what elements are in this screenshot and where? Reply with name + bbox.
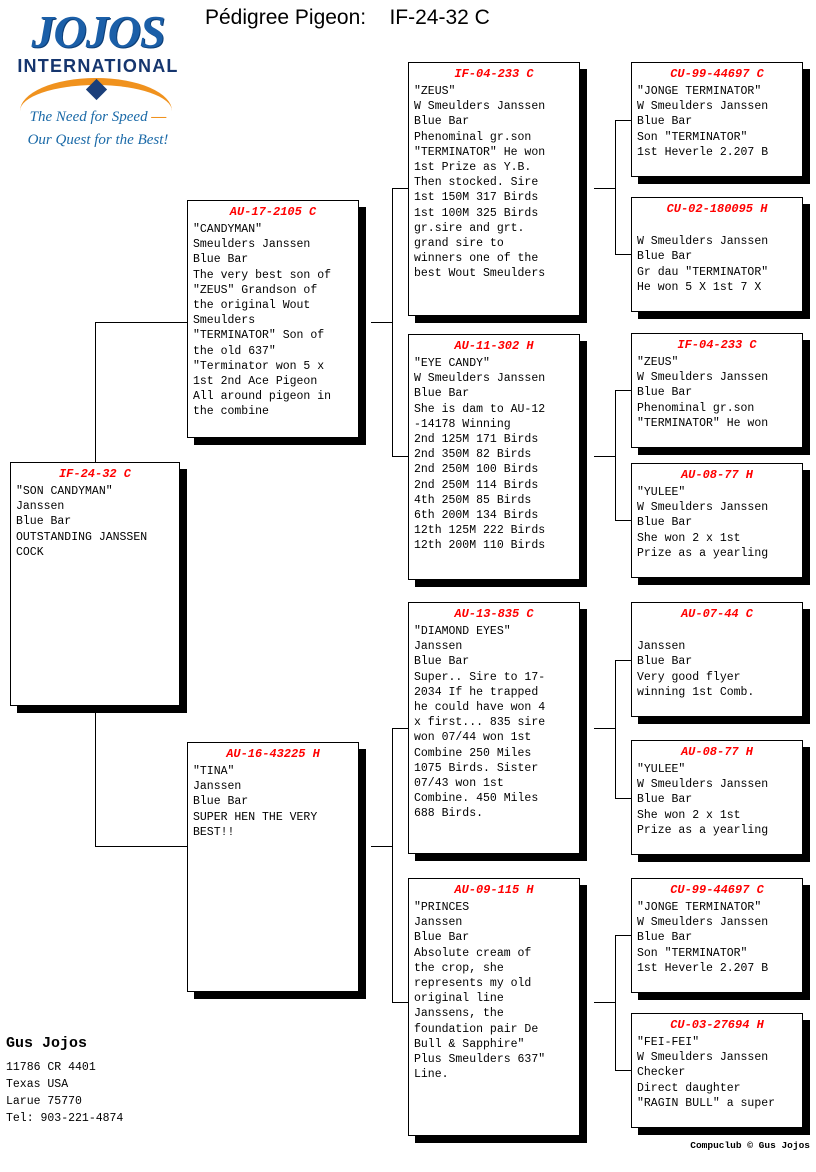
- logo-tagline-line1: The Need for Speed —: [8, 108, 188, 127]
- pedigree-box-gen3-2[interactable]: AU-11-302 H "EYE CANDY" W Smeulders Jans…: [408, 334, 580, 580]
- jojos-logo: JOJOS INTERNATIONAL The Need for Speed —…: [8, 8, 188, 158]
- ring-number: AU-13-835 C: [454, 607, 534, 621]
- connector-gen3d-to-gen4-7: [615, 935, 631, 936]
- connector-gen3c-to-gen4-5: [615, 660, 631, 661]
- ring-number: IF-24-32 C: [58, 467, 131, 481]
- connector-gen3a-inlet: [594, 188, 616, 189]
- ring-number: IF-04-233 C: [454, 67, 534, 81]
- logo-tagline-line2: Our Quest for the Best!: [27, 132, 169, 148]
- logo-tagline-text1: The Need for Speed: [29, 109, 148, 125]
- owner-address: 11786 CR 4401 Texas USA Larue 75770 Tel:…: [6, 1061, 124, 1125]
- pedigree-details: "DIAMOND EYES" Janssen Blue Bar Super.. …: [414, 625, 546, 821]
- connector-gen3b-vertical: [615, 390, 616, 520]
- connector-subject-to-gen2b: [95, 846, 187, 847]
- ring-number: CU-99-44697 C: [670, 67, 764, 81]
- ring-number: IF-04-233 C: [677, 338, 757, 352]
- pedigree-details: "SON CANDYMAN" Janssen Blue Bar OUTSTAND…: [16, 485, 148, 559]
- pedigree-details: "TINA" Janssen Blue Bar SUPER HEN THE VE…: [193, 765, 318, 839]
- credit-line: Compuclub © Gus Jojos: [690, 1140, 810, 1151]
- connector-gen3c-vertical: [615, 660, 616, 798]
- connector-subject-to-gen2a: [95, 322, 187, 323]
- pedigree-details: "ZEUS" W Smeulders Janssen Blue Bar Phen…: [637, 356, 769, 430]
- logo-subtitle: INTERNATIONAL: [17, 56, 179, 76]
- pedigree-details: "ZEUS" W Smeulders Janssen Blue Bar Phen…: [414, 85, 546, 281]
- connector-gen3c-inlet: [594, 728, 616, 729]
- pedigree-details: Janssen Blue Bar Very good flyer winning…: [637, 640, 755, 699]
- pedigree-details: "PRINCES Janssen Blue Bar Absolute cream…: [414, 901, 546, 1082]
- connector-gen2b-to-gen3c: [392, 728, 408, 729]
- pedigree-box-gen3-1[interactable]: IF-04-233 C "ZEUS" W Smeulders Janssen B…: [408, 62, 580, 316]
- pedigree-box-gen4-6[interactable]: AU-08-77 H "YULEE" W Smeulders Janssen B…: [631, 740, 803, 855]
- pedigree-box-gen4-2[interactable]: CU-02-180095 H W Smeulders Janssen Blue …: [631, 197, 803, 312]
- connector-gen3b-to-gen4-3: [615, 390, 631, 391]
- ring-number: CU-02-180095 H: [666, 202, 768, 216]
- pedigree-details: "YULEE" W Smeulders Janssen Blue Bar She…: [637, 763, 769, 837]
- pedigree-details: "JONGE TERMINATOR" W Smeulders Janssen B…: [637, 901, 769, 975]
- logo-wordmark: JOJOS: [31, 6, 165, 57]
- ring-number: CU-03-27694 H: [670, 1018, 764, 1032]
- ring-number: AU-17-2105 C: [229, 205, 317, 219]
- connector-gen3a-to-gen4-2: [615, 254, 631, 255]
- pedigree-box-subject[interactable]: IF-24-32 C "SON CANDYMAN" Janssen Blue B…: [10, 462, 180, 706]
- connector-gen3d-to-gen4-8: [615, 1070, 631, 1071]
- connector-gen2a-to-gen3a: [392, 188, 408, 189]
- connector-gen3c-to-gen4-6: [615, 798, 631, 799]
- pedigree-details: W Smeulders Janssen Blue Bar Gr dau "TER…: [637, 235, 769, 294]
- ring-number: AU-07-44 C: [680, 607, 753, 621]
- ring-number: AU-08-77 H: [680, 745, 753, 759]
- pedigree-box-gen4-5[interactable]: AU-07-44 C Janssen Blue Bar Very good fl…: [631, 602, 803, 717]
- pedigree-box-gen3-3[interactable]: AU-13-835 C "DIAMOND EYES" Janssen Blue …: [408, 602, 580, 854]
- page-title: Pédigree Pigeon: IF-24-32 C: [205, 6, 490, 29]
- pedigree-details: "CANDYMAN" Smeulders Janssen Blue Bar Th…: [193, 223, 332, 419]
- ring-number: CU-99-44697 C: [670, 883, 764, 897]
- pedigree-box-gen4-1[interactable]: CU-99-44697 C "JONGE TERMINATOR" W Smeul…: [631, 62, 803, 177]
- connector-gen3d-inlet: [594, 1002, 616, 1003]
- connector-gen2b-inlet: [371, 846, 393, 847]
- pedigree-details: "FEI-FEI" W Smeulders Janssen Checker Di…: [637, 1036, 776, 1110]
- connector-gen3b-inlet: [594, 456, 616, 457]
- pedigree-box-gen4-3[interactable]: IF-04-233 C "ZEUS" W Smeulders Janssen B…: [631, 333, 803, 448]
- pedigree-details: "YULEE" W Smeulders Janssen Blue Bar She…: [637, 486, 769, 560]
- ring-number: AU-16-43225 H: [226, 747, 320, 761]
- owner-name: Gus Jojos: [6, 1035, 88, 1052]
- pedigree-box-gen4-7[interactable]: CU-99-44697 C "JONGE TERMINATOR" W Smeul…: [631, 878, 803, 993]
- pedigree-details: "EYE CANDY" W Smeulders Janssen Blue Bar…: [414, 357, 546, 553]
- connector-subject-stub-bottom: [95, 706, 96, 718]
- pedigree-box-gen2-dam[interactable]: AU-16-43225 H "TINA" Janssen Blue Bar SU…: [187, 742, 359, 992]
- connector-gen3b-to-gen4-4: [615, 520, 631, 521]
- pedigree-details: "JONGE TERMINATOR" W Smeulders Janssen B…: [637, 85, 769, 159]
- pedigree-box-gen4-8[interactable]: CU-03-27694 H "FEI-FEI" W Smeulders Jans…: [631, 1013, 803, 1128]
- ring-number: AU-09-115 H: [454, 883, 534, 897]
- connector-subject-stub-top: [95, 452, 96, 462]
- connector-gen2a-inlet: [371, 322, 393, 323]
- owner-info: Gus Jojos 11786 CR 4401 Texas USA Larue …: [6, 1034, 123, 1127]
- connector-gen2b-vertical: [392, 728, 393, 1002]
- logo-swoosh-graphic: [8, 78, 188, 104]
- ring-number: AU-11-302 H: [454, 339, 534, 353]
- connector-gen3a-to-gen4-1: [615, 120, 631, 121]
- pedigree-box-gen3-4[interactable]: AU-09-115 H "PRINCES Janssen Blue Bar Ab…: [408, 878, 580, 1136]
- connector-gen2b-to-gen3d: [392, 1002, 408, 1003]
- logo-tagline-dash: —: [151, 109, 167, 125]
- pedigree-box-gen2-sire[interactable]: AU-17-2105 C "CANDYMAN" Smeulders Jansse…: [187, 200, 359, 438]
- ring-number: AU-08-77 H: [680, 468, 753, 482]
- pedigree-box-gen4-4[interactable]: AU-08-77 H "YULEE" W Smeulders Janssen B…: [631, 463, 803, 578]
- connector-gen3a-vertical: [615, 120, 616, 254]
- connector-gen2a-to-gen3b: [392, 456, 408, 457]
